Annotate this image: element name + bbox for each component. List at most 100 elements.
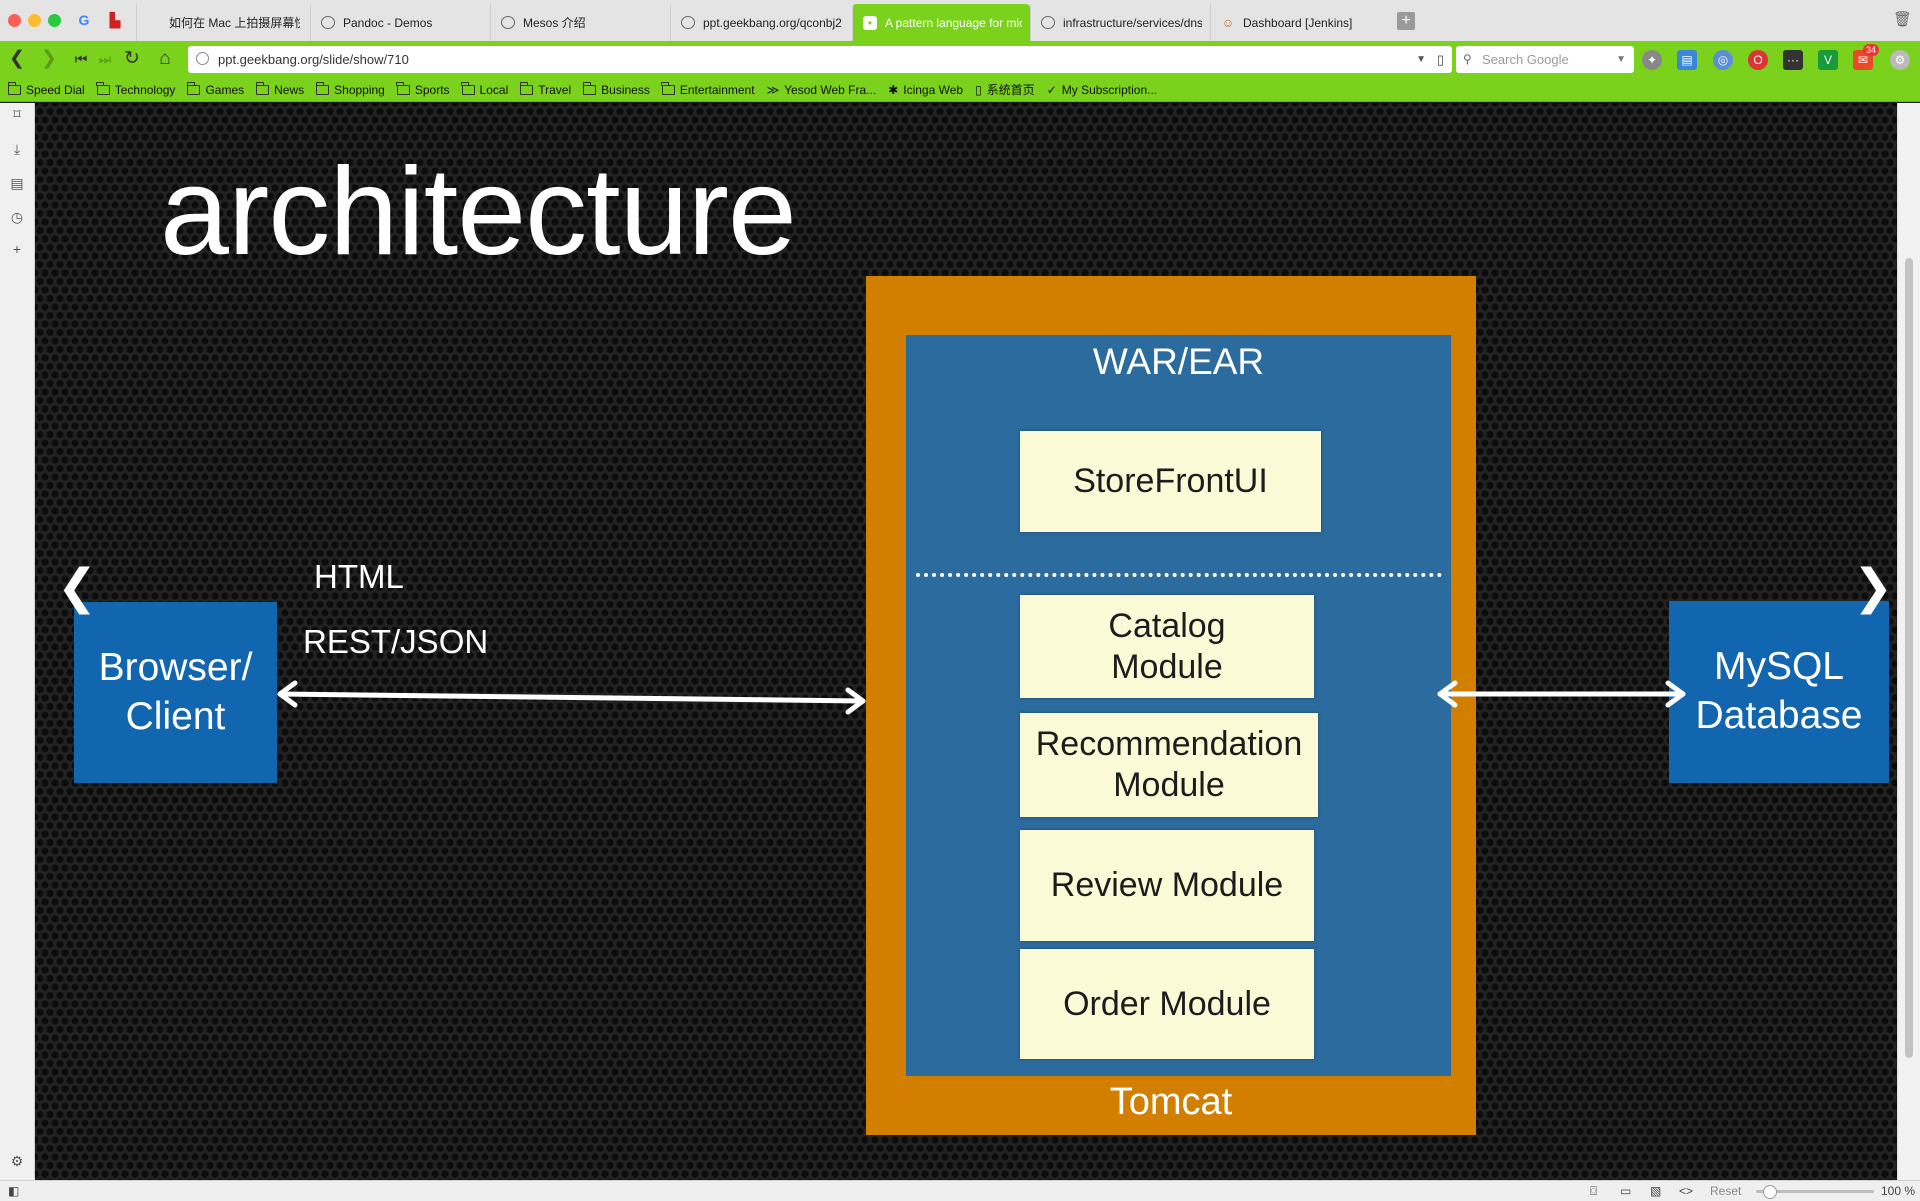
- client-arrowhead: [277, 680, 298, 708]
- vertical-scrollbar[interactable]: [1897, 103, 1920, 1180]
- bookmark-label: Technology: [114, 82, 176, 97]
- war-ear-label: WAR/EAR: [1092, 341, 1265, 382]
- tab-microservices[interactable]: • A pattern language for microservices: [852, 4, 1030, 41]
- settings-gear-icon[interactable]: ⚙: [10, 1153, 24, 1169]
- zoom-slider-handle[interactable]: [1763, 1185, 1777, 1199]
- catalog-module: Catalog Module: [1020, 595, 1314, 698]
- code-icon[interactable]: <>: [1679, 1184, 1694, 1198]
- tab-mac-screenshot[interactable]: 如何在 Mac 上拍摄屏幕快照: [136, 4, 308, 41]
- forward-button[interactable]: ❯: [41, 48, 57, 69]
- war-arrowhead: [1437, 680, 1458, 708]
- bookmark-label: Shopping: [334, 82, 385, 97]
- yesod-icon: ≫: [766, 82, 780, 97]
- reload-button[interactable]: ↻: [124, 48, 140, 69]
- lightbulb-icon[interactable]: ✦: [1642, 50, 1662, 70]
- new-tab-button[interactable]: +: [1397, 12, 1415, 30]
- translate-icon[interactable]: ◎: [1713, 50, 1733, 70]
- folder-icon: [461, 81, 475, 95]
- bookmark-label: Business: [601, 82, 650, 97]
- connector-arrows: [277, 680, 1686, 715]
- history-panel-icon[interactable]: ◷: [10, 209, 24, 225]
- bookmark-news[interactable]: News: [255, 81, 305, 97]
- window-layout-icon[interactable]: ▭: [1620, 1184, 1632, 1198]
- search-engine-dropdown-icon[interactable]: ▼: [1616, 54, 1626, 65]
- zoom-window-button[interactable]: [48, 14, 61, 27]
- rewind-button[interactable]: ⏮: [74, 51, 88, 67]
- bookmark-travel[interactable]: Travel: [519, 81, 572, 97]
- db-arrowhead: [1665, 680, 1686, 708]
- bookmark-business[interactable]: Business: [582, 81, 650, 97]
- zoom-level: 100 %: [1881, 1184, 1916, 1198]
- folder-icon: [661, 81, 675, 95]
- bookmark-local[interactable]: Local: [461, 81, 508, 97]
- bookmarks-panel-icon[interactable]: ⌑: [13, 106, 21, 122]
- tab-qconbj[interactable]: ppt.geekbang.org/qconbj2016: [670, 4, 850, 41]
- bookmark-page-icon[interactable]: ▯: [1436, 52, 1444, 67]
- bookmark-system-home[interactable]: ▯ 系统首页: [975, 81, 1035, 98]
- bookmark-label: 系统首页: [986, 83, 1035, 97]
- next-slide-button[interactable]: ❯: [1853, 561, 1894, 614]
- zoom-reset-button[interactable]: Reset: [1710, 1184, 1742, 1198]
- page-icon: ▯: [975, 82, 982, 97]
- notes-panel-icon[interactable]: ▤: [10, 175, 24, 191]
- add-panel-icon[interactable]: +: [12, 241, 22, 257]
- rest-json-label: REST/JSON: [303, 623, 489, 660]
- bookmark-label: Sports: [414, 82, 450, 97]
- speech-icon: •: [863, 15, 877, 30]
- image-icon[interactable]: ▧: [1650, 1184, 1662, 1198]
- fast-forward-button[interactable]: ⏭: [98, 51, 112, 67]
- home-button[interactable]: ⌂: [159, 48, 171, 69]
- site-info-icon[interactable]: [196, 52, 209, 65]
- downloads-panel-icon[interactable]: ⤓: [13, 141, 21, 157]
- tab-pandoc[interactable]: Pandoc - Demos: [310, 4, 490, 41]
- tab-mesos[interactable]: Mesos 介绍: [490, 4, 670, 41]
- address-bar[interactable]: ppt.geekbang.org/slide/show/710 ▼ ▯: [188, 46, 1452, 73]
- tab-title: A pattern language for microservices: [885, 15, 1022, 30]
- trash-icon[interactable]: 🗑: [1892, 11, 1912, 28]
- search-field[interactable]: ⚲ Search Google ▼: [1456, 46, 1634, 73]
- tab-title: Pandoc - Demos: [343, 15, 433, 30]
- camera-icon[interactable]: ⌼: [1590, 1184, 1598, 1198]
- bookmark-icinga[interactable]: ✱Icinga Web: [888, 83, 963, 97]
- url-text: ppt.geekbang.org/slide/show/710: [218, 52, 409, 67]
- reader-icon[interactable]: ▙: [109, 12, 121, 28]
- bookmark-shopping[interactable]: Shopping: [315, 81, 385, 97]
- check-icon: ✓: [1046, 82, 1057, 97]
- minimize-window-button[interactable]: [28, 14, 41, 27]
- bookmark-speed-dial[interactable]: Speed Dial: [7, 81, 85, 97]
- mail-icon[interactable]: ✉34: [1853, 44, 1879, 70]
- globe-icon: [321, 16, 335, 29]
- panel-toggle-icon[interactable]: ◧: [8, 1184, 20, 1198]
- review-module: Review Module: [1020, 830, 1314, 941]
- more-icon[interactable]: ···: [1783, 50, 1803, 70]
- url-history-dropdown-icon[interactable]: ▼: [1416, 54, 1426, 65]
- status-bar: ◧ ⌼ ▭ ▧ <> Reset 100 %: [0, 1180, 1920, 1201]
- bookmark-subscription[interactable]: ✓My Subscription...: [1047, 83, 1157, 97]
- order-module: Order Module: [1020, 949, 1314, 1059]
- bookmark-technology[interactable]: Technology: [96, 81, 176, 97]
- icinga-icon: ✱: [888, 82, 899, 97]
- opera-icon[interactable]: O: [1748, 50, 1768, 70]
- settings-icon[interactable]: ⚙: [1890, 50, 1910, 70]
- bookmark-label: News: [274, 82, 305, 97]
- vimium-icon[interactable]: V: [1818, 50, 1838, 70]
- globe-icon: [1041, 16, 1055, 29]
- bookmark-sports[interactable]: Sports: [396, 81, 450, 97]
- zoom-slider[interactable]: [1756, 1190, 1874, 1193]
- tab-title: Mesos 介绍: [523, 16, 586, 30]
- bookmark-games[interactable]: Games: [186, 81, 244, 97]
- google-icon[interactable]: G: [78, 12, 90, 28]
- bookmark-yesod[interactable]: ≫Yesod Web Fra...: [767, 83, 877, 97]
- bookmark-label: Travel: [538, 82, 572, 97]
- tab-infrastructure[interactable]: infrastructure/services/dns_c: [1030, 4, 1210, 41]
- back-button[interactable]: ❮: [9, 48, 25, 69]
- window-icon[interactable]: ▤: [1677, 50, 1697, 70]
- bookmark-entertainment[interactable]: Entertainment: [661, 81, 755, 97]
- scrollbar-thumb[interactable]: [1905, 258, 1913, 1058]
- tab-title: Dashboard [Jenkins]: [1243, 15, 1353, 30]
- tab-title: infrastructure/services/dns_c: [1063, 15, 1202, 30]
- close-window-button[interactable]: [8, 14, 21, 27]
- tab-strip: G ▙ 如何在 Mac 上拍摄屏幕快照 Pandoc - Demos Mesos…: [0, 0, 1920, 42]
- previous-slide-button[interactable]: ❮: [57, 561, 98, 614]
- tab-jenkins[interactable]: ☺ Dashboard [Jenkins]: [1210, 4, 1390, 41]
